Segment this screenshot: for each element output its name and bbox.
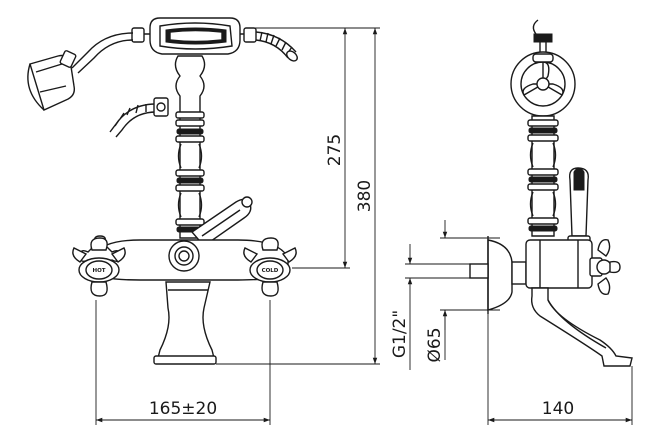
side-hose — [109, 97, 169, 138]
hose-left — [71, 32, 134, 74]
dimension-height-total: 380 — [216, 27, 380, 365]
dimension-height-outlet: 275 — [246, 27, 350, 269]
dimension-width-centers: 165±20 — [96, 399, 270, 423]
dim-165-label: 165±20 — [149, 399, 217, 419]
dim-140-label: 140 — [542, 399, 574, 419]
dim-rosette-label: Ø65 — [425, 327, 445, 362]
spout-side — [530, 287, 633, 367]
side-view: Ø65 G1/2" 140 — [390, 19, 633, 425]
hot-label: HOT — [92, 268, 105, 274]
dimension-depth: 140 — [487, 314, 633, 425]
shower-head — [27, 50, 77, 111]
side-cross-handle — [589, 239, 621, 295]
cold-label: COLD — [262, 268, 279, 274]
mixer-body — [91, 239, 289, 281]
hose-right — [255, 31, 298, 62]
dim-thread-label: G1/2" — [390, 310, 410, 358]
hook — [532, 19, 553, 56]
dimension-thread: G1/2" — [390, 244, 470, 370]
column — [174, 55, 206, 239]
hot-handle: HOT — [72, 235, 126, 297]
diverter-lever — [190, 196, 253, 247]
handset — [159, 22, 233, 50]
dim-275-label: 275 — [325, 134, 345, 166]
cold-handle: COLD — [243, 237, 297, 297]
dim-380-label: 380 — [355, 180, 375, 212]
wall-rosette — [487, 236, 513, 314]
side-body — [469, 239, 593, 289]
spout — [153, 281, 217, 365]
side-lever — [567, 167, 591, 247]
dimension-rosette: Ø65 — [425, 220, 500, 363]
shower-head-front — [510, 51, 576, 117]
front-view: HOT COLD 165±20 275 — [27, 17, 380, 425]
side-column — [527, 115, 559, 237]
